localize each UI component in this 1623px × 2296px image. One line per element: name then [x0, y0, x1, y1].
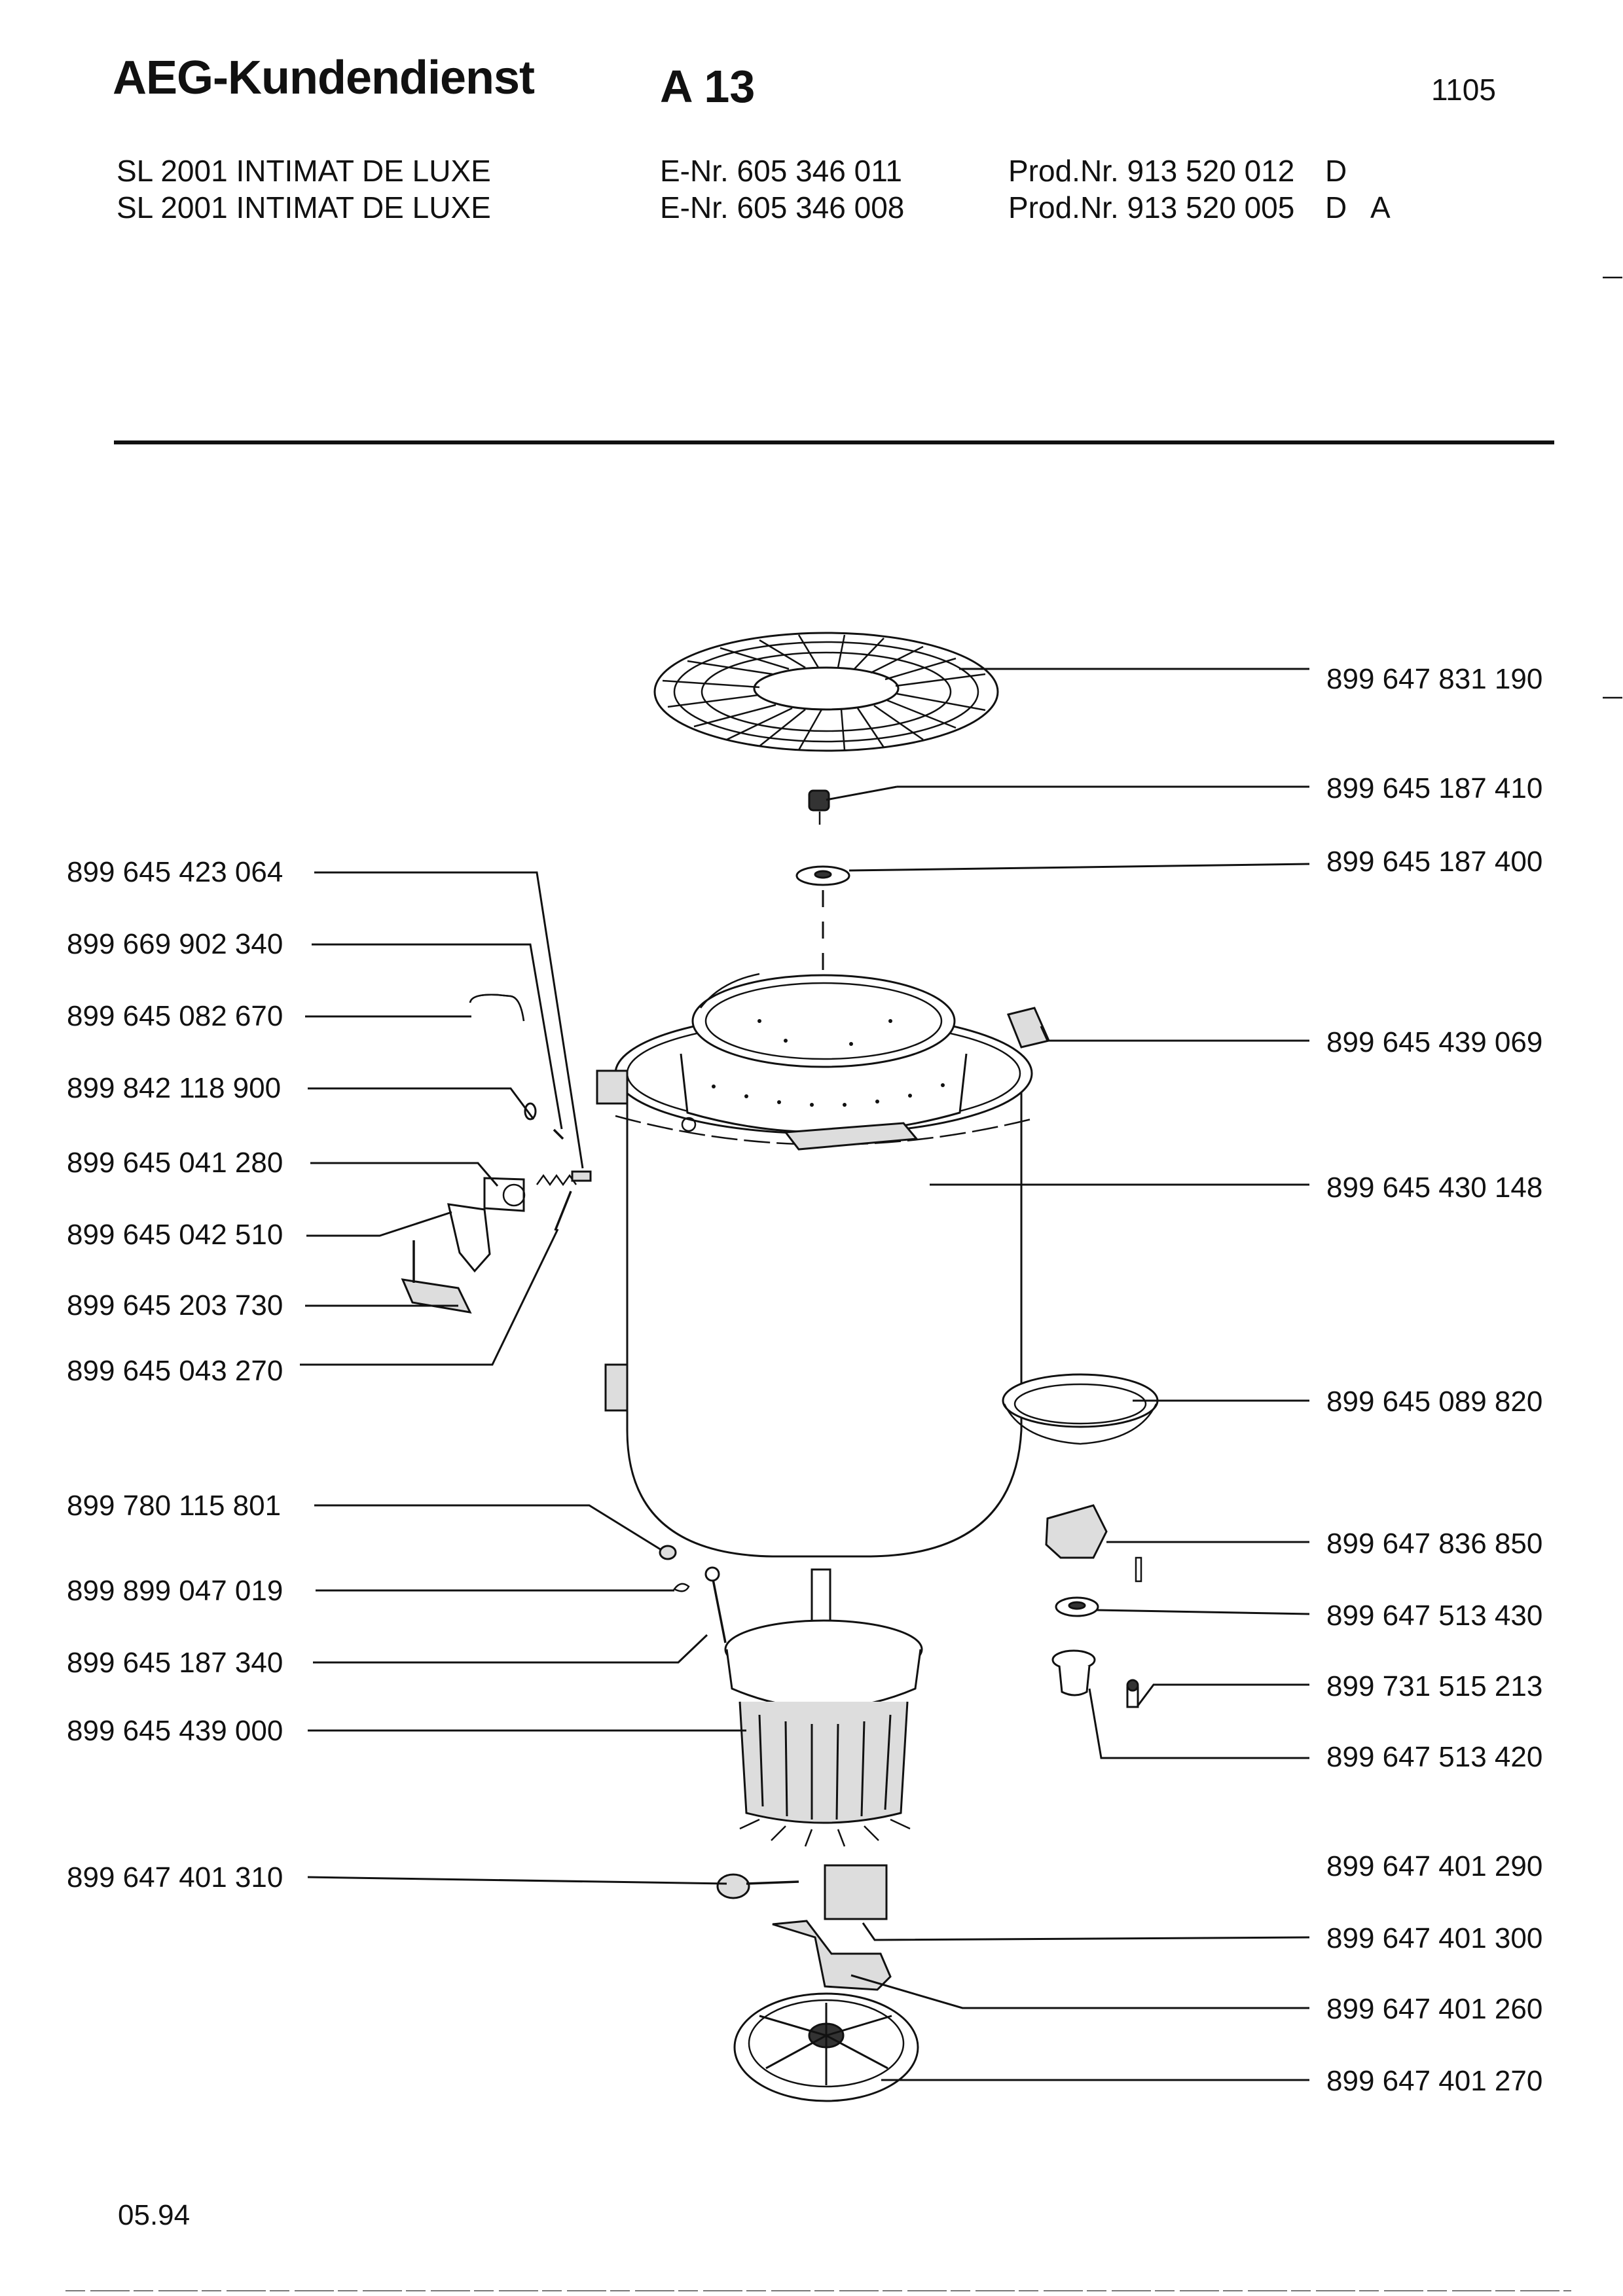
- mount-ring-drawing: [1055, 1596, 1099, 1617]
- cap-nut-drawing: [808, 789, 830, 825]
- part-number-label: 899 645 423 064: [67, 856, 283, 888]
- part-number-label: 899 842 118 900: [67, 1072, 282, 1104]
- bushing-drawing: [1051, 1649, 1096, 1696]
- pulley-drawing: [733, 1992, 919, 2102]
- model-enr: E-Nr. 605 346 008: [660, 190, 905, 224]
- page-number: 1105: [1431, 73, 1496, 107]
- inner-drum-drawing: [680, 973, 968, 1151]
- model-name: SL 2001 INTIMAT DE LUXE: [117, 154, 491, 188]
- model-variant: D: [1325, 154, 1347, 188]
- footer-date: 05.94: [118, 2199, 191, 2231]
- model-prod-number: Prod.Nr. 913 520 012: [1008, 154, 1295, 188]
- part-number-label: 899 645 439 069: [1326, 1026, 1543, 1058]
- part-number-label: 899 780 115 801: [67, 1490, 282, 1522]
- gasket-plate-drawing: [483, 1177, 526, 1212]
- model-name: SL 2001 INTIMAT DE LUXE: [117, 190, 491, 224]
- rod-drawing: [554, 1191, 572, 1231]
- part-number-label: 899 731 515 213: [1326, 1670, 1543, 1702]
- part-number-label: 899 647 401 260: [1326, 1993, 1543, 2025]
- part-number-label: 899 645 187 400: [1326, 846, 1543, 878]
- part-number-label: 899 645 439 000: [67, 1715, 283, 1747]
- bowl-drawing: [1002, 1373, 1159, 1445]
- model-prod-number: Prod.Nr. 913 520 005: [1008, 190, 1295, 224]
- clip-drawing: [673, 1583, 690, 1592]
- part-number-label: 899 647 831 190: [1326, 663, 1543, 695]
- part-number-label: 899 647 513 430: [1326, 1600, 1543, 1632]
- part-number-label: 899 645 187 340: [67, 1647, 283, 1679]
- part-number-label: 899 645 089 820: [1326, 1386, 1543, 1418]
- hose-drawing: [469, 994, 525, 1022]
- part-number-label: 899 645 187 410: [1326, 772, 1543, 804]
- part-number-label: 899 645 043 270: [67, 1355, 283, 1387]
- shaft-bolt-drawing: [704, 1566, 727, 1643]
- sheet-code: A 13: [660, 61, 756, 112]
- part-number-label: 899 645 430 148: [1326, 1172, 1543, 1204]
- brand-title: AEG-Kundendienst: [113, 52, 535, 104]
- model-variant: D A: [1325, 190, 1391, 224]
- washer-drawing: [795, 865, 850, 886]
- nut-drawing: [659, 1545, 677, 1560]
- screw-drawing: [524, 1102, 564, 1140]
- part-number-label: 899 669 902 340: [67, 928, 283, 960]
- part-number-label: 899 899 047 019: [67, 1575, 283, 1607]
- bracket-drawing: [447, 1203, 491, 1273]
- drum-grille-drawing: [653, 632, 999, 752]
- part-number-label: 899 647 401 290: [1326, 1850, 1543, 1882]
- model-enr: E-Nr. 605 346 011: [660, 154, 902, 188]
- switch-drawing: [401, 1240, 472, 1314]
- part-number-label: 899 645 203 730: [67, 1289, 283, 1321]
- part-number-label: 899 645 041 280: [67, 1147, 283, 1179]
- bolt-drawing: [1126, 1679, 1139, 1708]
- motor-bracket-drawing: [1045, 1504, 1142, 1583]
- part-number-label: 899 645 042 510: [67, 1219, 283, 1251]
- lever-arm-drawing: [772, 1920, 892, 1991]
- brake-block-drawing: [824, 1864, 888, 1920]
- part-number-label: 899 647 836 850: [1326, 1528, 1543, 1560]
- leader-lines-left: [300, 871, 746, 1885]
- part-number-label: 899 647 401 270: [1326, 2065, 1543, 2097]
- part-number-label: 899 647 513 420: [1326, 1741, 1543, 1773]
- leader-lines-right: [826, 668, 1310, 2081]
- part-number-label: 899 647 401 300: [1326, 1922, 1543, 1954]
- motor-drawing: [724, 1568, 923, 1847]
- spring-drawing: [536, 1170, 592, 1187]
- part-number-label: 899 645 082 670: [67, 1000, 283, 1032]
- part-number-label: 899 647 401 310: [67, 1861, 283, 1893]
- spring-coil-drawing: [716, 1873, 799, 1899]
